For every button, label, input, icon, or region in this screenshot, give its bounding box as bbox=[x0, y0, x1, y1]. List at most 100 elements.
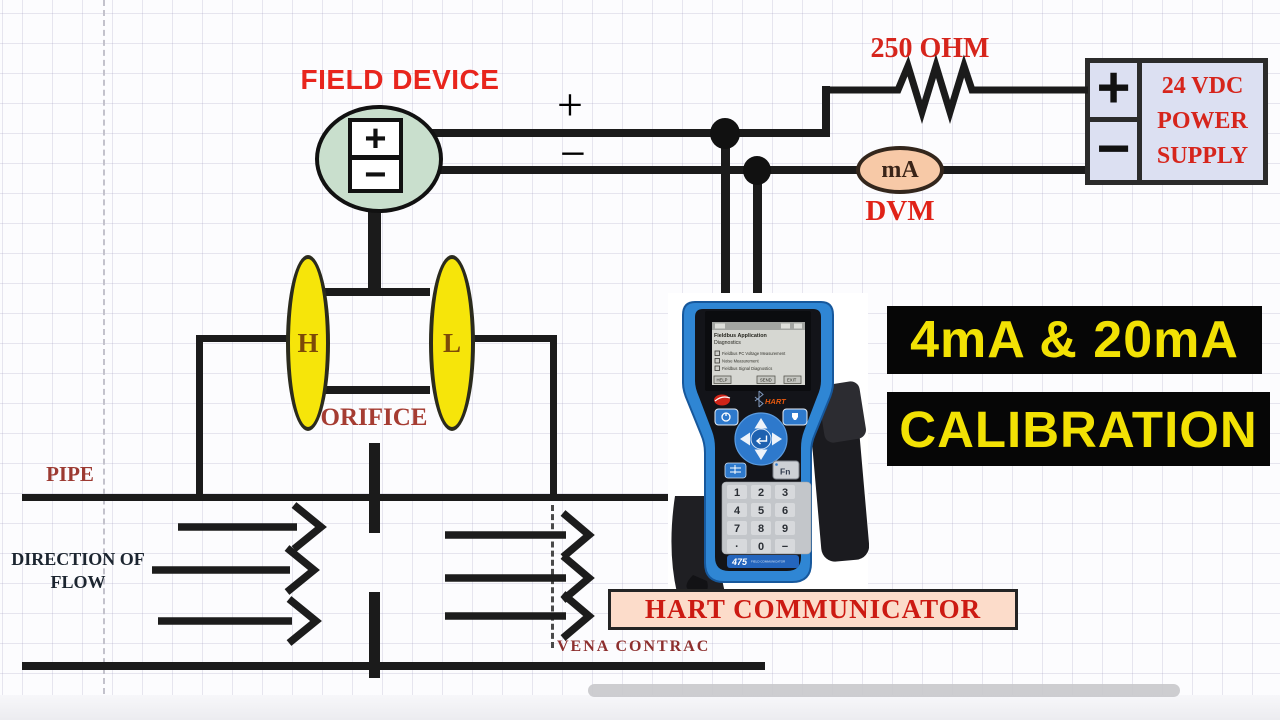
key-3: 3 bbox=[782, 487, 788, 499]
direction-of-flow-label: DIRECTION OF FLOW bbox=[8, 548, 148, 594]
flange-top-bar bbox=[320, 288, 430, 296]
direction-line1: DIRECTION OF bbox=[11, 549, 145, 569]
high-tap-label: H bbox=[297, 327, 319, 358]
lcd-menu-icon-3 bbox=[794, 323, 802, 329]
model-caption: FIELD COMMUNICATOR bbox=[751, 560, 786, 564]
key-4: 4 bbox=[734, 505, 741, 517]
bottom-strip bbox=[0, 695, 1280, 720]
brand-text: HART bbox=[765, 397, 787, 406]
flange-bottom-bar bbox=[320, 386, 430, 394]
dvm-label: DVM bbox=[865, 194, 935, 227]
nav-down-arrow bbox=[754, 449, 768, 460]
screen-button-exit bbox=[783, 375, 802, 384]
pipe-label: PIPE bbox=[46, 461, 94, 486]
power-minus-icon: − bbox=[1096, 116, 1131, 181]
nav-left-arrow bbox=[740, 432, 750, 446]
low-tap-vertical bbox=[550, 335, 557, 499]
nav-enter-icon bbox=[758, 435, 768, 442]
ma-meter-ellipse: mA bbox=[856, 146, 944, 194]
key-5: 5 bbox=[758, 505, 764, 517]
terminal-minus-cell: − bbox=[352, 156, 399, 194]
high-tap-horizontal bbox=[197, 335, 292, 342]
power-supply-line2: POWER bbox=[1157, 108, 1248, 134]
lcd-menu-icon-1 bbox=[715, 323, 725, 329]
screen-button-send-label: SEND bbox=[760, 378, 772, 383]
key-1: 1 bbox=[734, 487, 740, 499]
screen-subtitle: Diagnostics bbox=[714, 340, 741, 346]
key-minus: − bbox=[782, 541, 788, 553]
banner-ma-range-text: 4mA & 20mA bbox=[910, 311, 1239, 369]
pipe-bottom-line bbox=[22, 662, 765, 670]
backlight-key-icon bbox=[792, 413, 798, 420]
hart-communicator-label-box: HART COMMUNICATOR bbox=[608, 589, 1018, 630]
transmitter-stem bbox=[368, 203, 381, 296]
hart-communicator-photo: Fieldbus Application Diagnostics Fieldbu… bbox=[668, 293, 869, 594]
key-8: 8 bbox=[758, 523, 764, 535]
screen-button-exit-label: EXIT bbox=[787, 378, 797, 383]
wire-drop-2 bbox=[753, 170, 762, 296]
screen-button-help bbox=[713, 375, 732, 384]
screen-button-help-label: HELP bbox=[717, 378, 728, 383]
terminal-minus-icon: − bbox=[364, 153, 387, 196]
flow-arrows-upstream bbox=[152, 502, 327, 646]
nav-right-arrow bbox=[772, 432, 782, 446]
high-tap-ellipse: H bbox=[286, 255, 330, 431]
brand-logo-swoosh bbox=[714, 396, 731, 402]
screen-item-3: Fieldbus Signal Diagnostics bbox=[722, 366, 772, 371]
terminal-plus-cell: + bbox=[352, 120, 399, 158]
wire-plus-horizontal bbox=[400, 129, 830, 137]
screen-title: Fieldbus Application bbox=[714, 333, 767, 339]
video-scrubber-bar[interactable] bbox=[588, 684, 1180, 697]
screen-checkbox-3 bbox=[714, 365, 720, 371]
banner-calibration-text: CALIBRATION bbox=[899, 400, 1258, 458]
fn-key bbox=[772, 460, 800, 480]
banner-ma-range: 4mA & 20mA bbox=[887, 306, 1262, 374]
model-number: 475 bbox=[731, 557, 748, 567]
resistor-label: 250 OHM bbox=[870, 33, 990, 64]
flow-arrows-downstream bbox=[445, 510, 595, 641]
key-2: 2 bbox=[758, 487, 764, 499]
wire-plus-step bbox=[822, 86, 830, 137]
hart-communicator-label: HART COMMUNICATOR bbox=[644, 594, 982, 624]
power-supply-line3: SUPPLY bbox=[1156, 143, 1249, 169]
keypad-panel bbox=[721, 481, 812, 555]
nav-up-arrow bbox=[754, 418, 768, 429]
screen-checkbox-1 bbox=[714, 350, 720, 356]
terminal-box: + − bbox=[348, 118, 403, 194]
power-supply-minus-cell: − bbox=[1090, 116, 1137, 181]
orifice-plate-upper bbox=[369, 443, 380, 533]
lcd-menu-icon-2 bbox=[781, 323, 790, 329]
key-6: 6 bbox=[782, 505, 788, 517]
low-tap-horizontal bbox=[460, 335, 556, 342]
direction-line2: FLOW bbox=[50, 572, 106, 592]
banner-calibration: CALIBRATION bbox=[887, 392, 1270, 466]
margin-dashed-line bbox=[103, 0, 105, 694]
low-tap-ellipse: L bbox=[429, 255, 475, 431]
field-device-title: FIELD DEVICE bbox=[300, 64, 500, 95]
bluetooth-icon bbox=[754, 390, 764, 408]
wire-minus-symbol: − bbox=[560, 127, 586, 179]
key-dot: · bbox=[735, 541, 739, 553]
screen-button-send bbox=[756, 375, 776, 384]
power-supply-text: 24 VDC POWER SUPPLY bbox=[1142, 69, 1263, 174]
nav-enter-icon-head bbox=[755, 437, 761, 445]
key-0: 0 bbox=[758, 541, 764, 553]
screen-item-1: Fieldbus PC Voltage Measurement bbox=[722, 351, 786, 356]
ma-meter-unit: mA bbox=[881, 156, 919, 183]
power-supply-plus-cell: + bbox=[1090, 59, 1137, 117]
fn-key-label: Fn bbox=[780, 467, 790, 477]
keypad-keys: 1 2 3 4 5 6 7 8 9 · 0 − bbox=[727, 485, 795, 553]
power-key bbox=[714, 408, 739, 426]
key-7: 7 bbox=[734, 523, 740, 535]
key-9: 9 bbox=[782, 523, 788, 535]
junction-dot-2 bbox=[743, 156, 771, 185]
fn-key-dot bbox=[775, 463, 778, 466]
orifice-plate-lower bbox=[369, 592, 380, 678]
power-supply-box: + − 24 VDC POWER SUPPLY bbox=[1085, 58, 1268, 185]
pipe-top-line bbox=[22, 494, 668, 501]
junction-dot-1 bbox=[710, 118, 740, 149]
lcd-header-bar bbox=[712, 322, 805, 330]
wire-drop-1 bbox=[721, 133, 730, 296]
resistor-zigzag bbox=[826, 53, 1088, 125]
